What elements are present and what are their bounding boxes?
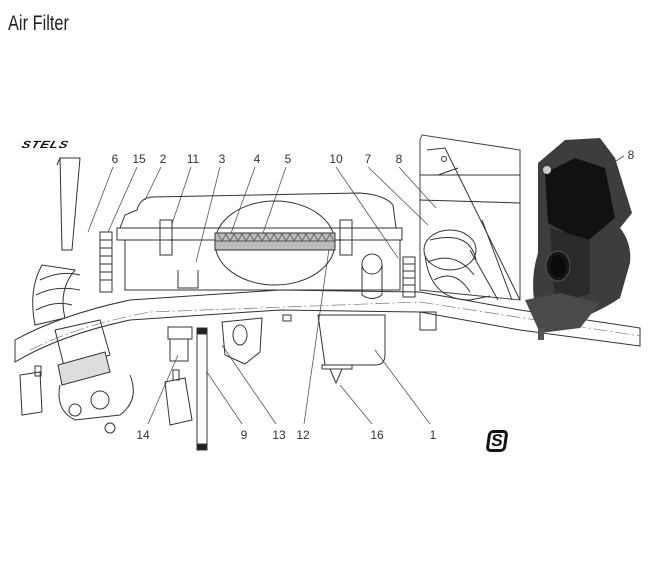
hose-clamp-right <box>402 256 416 298</box>
callout-label: 14 <box>136 428 150 442</box>
bolt-left <box>19 365 43 416</box>
clamp-left <box>159 219 173 256</box>
callout-label: 3 <box>218 152 226 166</box>
bracket-panel <box>419 134 521 301</box>
clamp-right <box>339 219 353 256</box>
callout-label: 7 <box>364 152 372 166</box>
callout-label: 16 <box>370 428 384 442</box>
frame-tube <box>14 289 641 363</box>
callout-label: 12 <box>296 428 310 442</box>
drain-16 <box>329 368 343 385</box>
part-8-photo <box>525 138 632 340</box>
air-box-body <box>124 240 401 291</box>
fitting-14 <box>164 326 193 426</box>
page-title: Air Filter <box>8 12 69 35</box>
air-box-lid <box>119 192 397 229</box>
canister-1 <box>317 314 386 366</box>
intake-hose-right <box>423 229 491 301</box>
callout-label: 4 <box>253 152 261 166</box>
callout-label: 15 <box>132 152 146 166</box>
brand-badge: S <box>485 430 509 452</box>
leader-lines-top <box>87 166 437 263</box>
callout-label: 8 <box>395 152 403 166</box>
callout-label: 2 <box>159 152 167 166</box>
rod-left <box>59 157 81 251</box>
callout-label: 10 <box>329 152 343 166</box>
leader-lines-bottom <box>147 241 431 425</box>
carburetor <box>54 319 134 434</box>
callout-label: 9 <box>240 428 248 442</box>
callout-label: 13 <box>272 428 286 442</box>
callout-label: 5 <box>284 152 292 166</box>
callout-label: 6 <box>111 152 119 166</box>
hose-clamp-left <box>99 231 113 293</box>
intake-hose-left <box>32 264 81 326</box>
bracket-13 <box>221 317 263 365</box>
rod-9 <box>196 327 208 451</box>
callout-label: 1 <box>429 428 437 442</box>
brand-logo: STELS <box>20 138 71 151</box>
photo-callout-label: 8 <box>627 148 635 162</box>
callout-label: 11 <box>186 152 200 166</box>
